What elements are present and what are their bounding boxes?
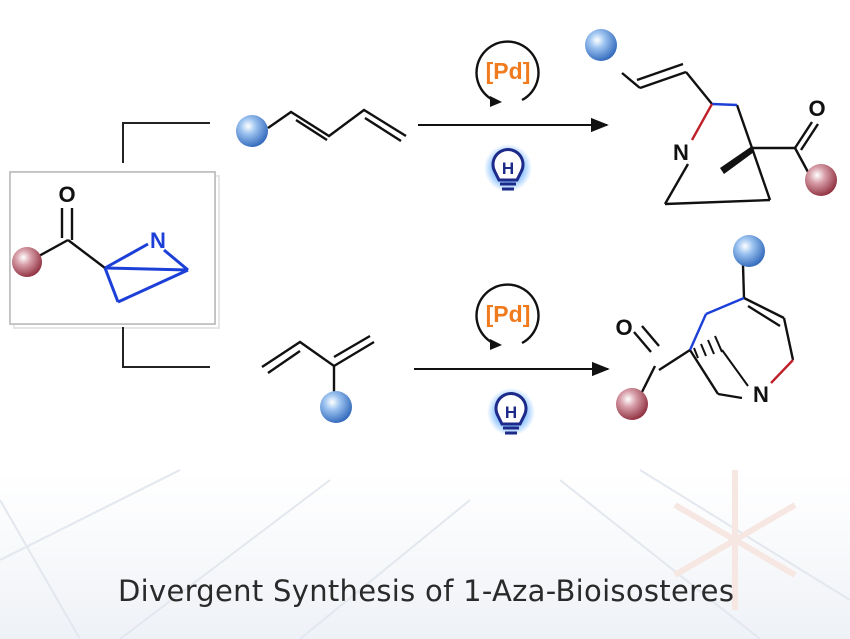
starting-material-box (9, 171, 220, 329)
nitrogen-label: N (673, 140, 689, 165)
substituent-sphere-blue (585, 29, 617, 61)
product-top: O N (585, 29, 837, 206)
starting-material-azirine: O N (12, 182, 189, 304)
nitrogen-label: N (150, 228, 166, 253)
product-bottom: O N (615, 235, 795, 420)
substituent-sphere-blue (236, 115, 268, 147)
substituent-sphere-red (616, 388, 648, 420)
substituent-sphere-red (805, 164, 837, 196)
lightbulb-icon: H (484, 144, 532, 192)
substituent-sphere-blue (320, 391, 352, 423)
svg-text:H: H (505, 403, 517, 422)
substituent-sphere-blue (733, 235, 765, 267)
oxygen-label: O (808, 96, 825, 121)
substituent-sphere-red (12, 247, 42, 277)
diene-top (236, 108, 407, 147)
oxygen-label: O (58, 182, 75, 207)
pd-catalyst-cycle-top: [Pd] (475, 40, 540, 107)
svg-text:H: H (502, 159, 514, 178)
lightbulb-icon: H (487, 388, 535, 436)
diene-bottom (261, 334, 375, 423)
catalyst-label: [Pd] (486, 58, 531, 84)
nitrogen-label: N (753, 382, 769, 407)
branch-connectors (122, 122, 210, 368)
pd-catalyst-cycle-bottom: [Pd] (475, 283, 540, 350)
oxygen-label: O (615, 315, 632, 340)
catalyst-label: [Pd] (486, 301, 531, 327)
figure-caption: Divergent Synthesis of 1-Aza-Bioisostere… (118, 574, 735, 608)
background-pattern (0, 469, 850, 639)
